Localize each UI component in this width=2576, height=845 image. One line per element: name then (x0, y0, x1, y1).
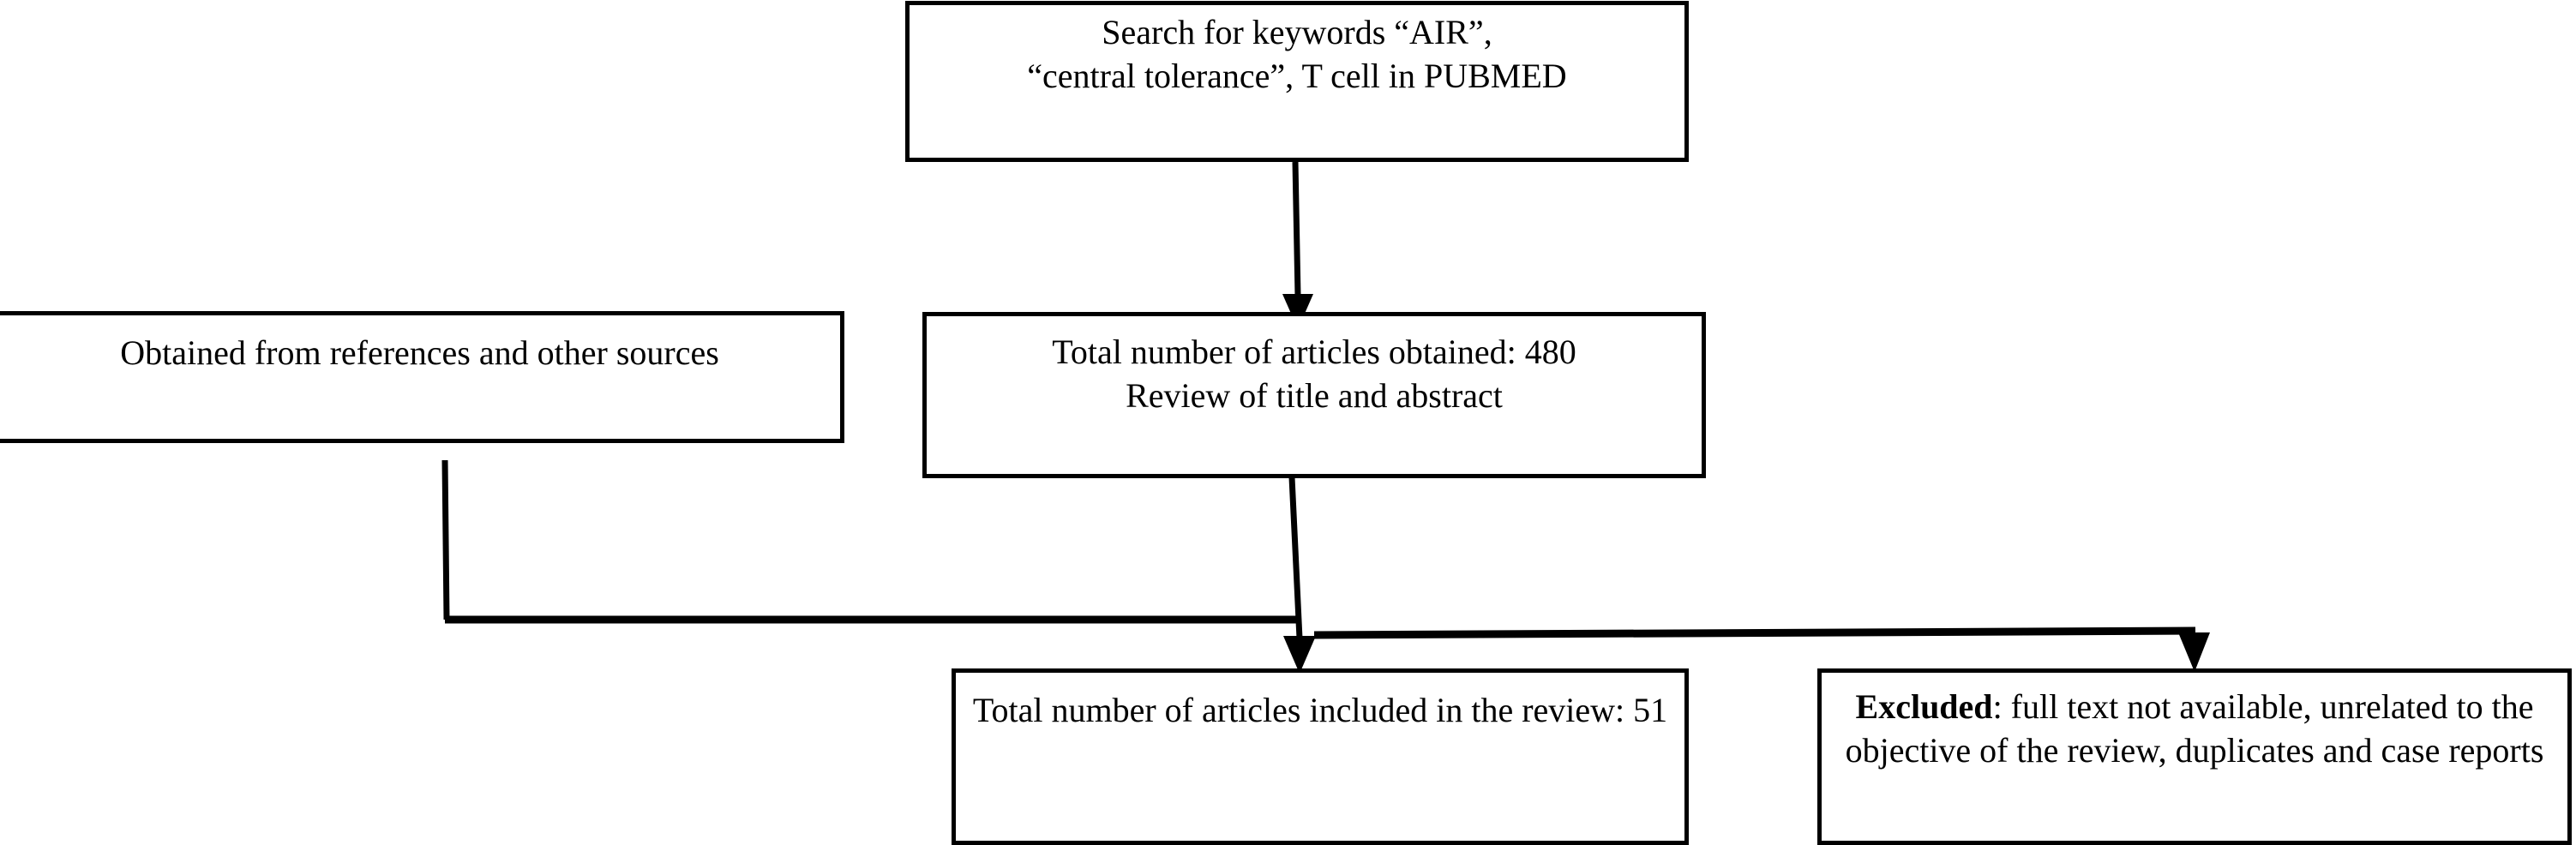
articles-included-box-label: Total number of articles included in the… (972, 691, 1668, 729)
search-box: Search for keywords “AIR”, “central tole… (905, 1, 1689, 162)
search-box-label: Search for keywords “AIR”, “central tole… (1027, 13, 1567, 96)
excluded-box: Excluded: full text not available, unrel… (1817, 668, 2572, 845)
connector-obtained-to-excluded (1313, 626, 2210, 672)
connector-obtained-to-included (1283, 476, 1316, 674)
excluded-box-label-bold: Excluded (1855, 687, 1993, 726)
excluded-box-label: Excluded: full text not available, unrel… (1822, 685, 2567, 772)
other-sources-box: Obtained from references and other sourc… (0, 311, 844, 443)
other-sources-box-label: Obtained from references and other sourc… (120, 333, 719, 372)
excluded-box-label-rest: : full text not available, unrelated to … (1845, 687, 2544, 770)
articles-included-box: Total number of articles included in the… (952, 668, 1689, 845)
articles-obtained-box: Total number of articles obtained: 480 R… (922, 312, 1706, 478)
connector-search-to-obtained (1282, 161, 1313, 329)
connector-other-sources-to-included (441, 459, 1296, 624)
articles-obtained-box-label: Total number of articles obtained: 480 R… (1052, 333, 1576, 416)
